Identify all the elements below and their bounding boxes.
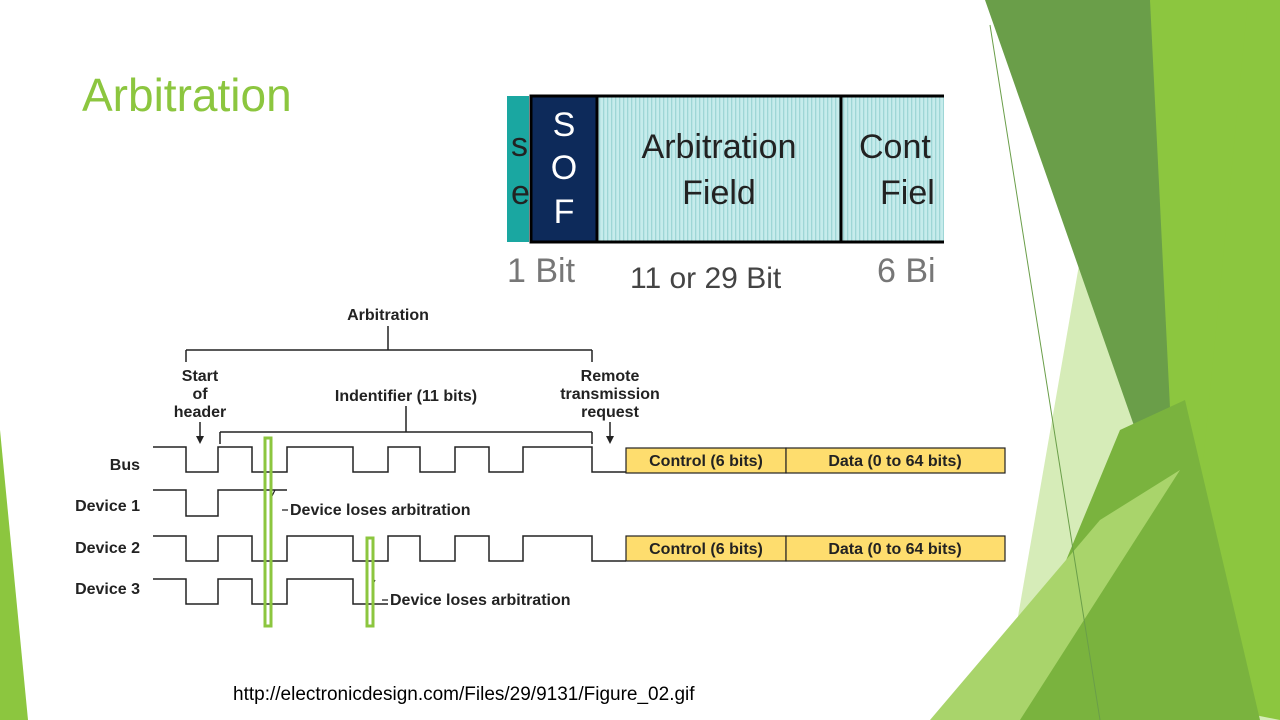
rtr-label-3: request xyxy=(581,404,639,421)
device-2-data-text: Data (0 to 64 bits) xyxy=(828,541,961,558)
device-1-loses-label: Device loses arbitration xyxy=(290,502,471,519)
control-field-line-1: Cont xyxy=(859,128,931,166)
arbitration-field-line-1: Arbitration xyxy=(642,128,797,166)
start-label-2: of xyxy=(192,386,208,403)
prior-field-text-2: e xyxy=(511,174,530,212)
start-label-1: Start xyxy=(182,368,219,385)
source-link[interactable]: http://electronicdesign.com/Files/29/913… xyxy=(233,684,695,705)
bus-data-box xyxy=(785,447,1006,474)
bit-label-control: 6 Bi xyxy=(877,252,936,290)
row-label-device-1: Device 1 xyxy=(75,498,140,515)
bit-label-arbitration: 11 or 29 Bit xyxy=(630,262,782,295)
start-arrowhead xyxy=(196,436,204,444)
deco-shape-dark xyxy=(985,0,1210,520)
row-label-device-3: Device 3 xyxy=(75,581,140,598)
device-2-control-text: Control (6 bits) xyxy=(649,541,763,558)
bus-control-text: Control (6 bits) xyxy=(649,453,763,470)
sof-letter-f: F xyxy=(554,193,575,231)
row-label-device-2: Device 2 xyxy=(75,540,140,557)
deco-shape-left xyxy=(0,430,28,720)
identifier-label: Indentifier (11 bits) xyxy=(335,388,477,405)
device-2-data-box xyxy=(785,535,1006,562)
prior-field-text-1: s xyxy=(511,126,528,164)
device-1-waveform xyxy=(153,489,287,517)
sof-letter-o: O xyxy=(551,149,577,187)
device-2-waveform xyxy=(153,535,626,562)
device-3-loses-label: Device loses arbitration xyxy=(390,592,571,609)
rtr-label-2: transmission xyxy=(560,386,660,403)
deco-shape-mid xyxy=(1150,0,1250,510)
device-2-control-box xyxy=(625,535,787,562)
deco-line xyxy=(989,24,1101,720)
arbitration-field-box xyxy=(595,94,843,244)
can-frame-figure: s e S O F Arbitration Field Cont Fiel 1 … xyxy=(507,86,944,296)
slide-title: Arbitration xyxy=(82,69,292,121)
sof-letter-s: S xyxy=(553,106,576,144)
bus-waveform xyxy=(153,446,626,473)
control-field-box xyxy=(839,94,944,244)
device-3-waveform xyxy=(153,578,388,605)
control-field-line-2: Fiel xyxy=(880,174,935,212)
arbitration-label: Arbitration xyxy=(347,307,429,324)
highlight-bar-bit-3 xyxy=(263,436,273,628)
identifier-bracket xyxy=(219,406,593,444)
rtr-label-1: Remote xyxy=(581,368,640,385)
start-label-3: header xyxy=(174,404,226,421)
bus-control-box xyxy=(625,447,787,474)
row-label-bus: Bus xyxy=(110,457,140,474)
deco-shape-bottom2 xyxy=(930,470,1180,720)
prior-field-box xyxy=(507,96,529,242)
highlight-bar-bit-7 xyxy=(365,536,375,628)
arbitration-bracket xyxy=(185,326,593,362)
bit-label-sof: 1 Bit xyxy=(507,252,576,290)
rtr-arrowhead xyxy=(606,436,614,444)
bus-data-text: Data (0 to 64 bits) xyxy=(828,453,961,470)
arbitration-field-line-2: Field xyxy=(682,174,756,212)
